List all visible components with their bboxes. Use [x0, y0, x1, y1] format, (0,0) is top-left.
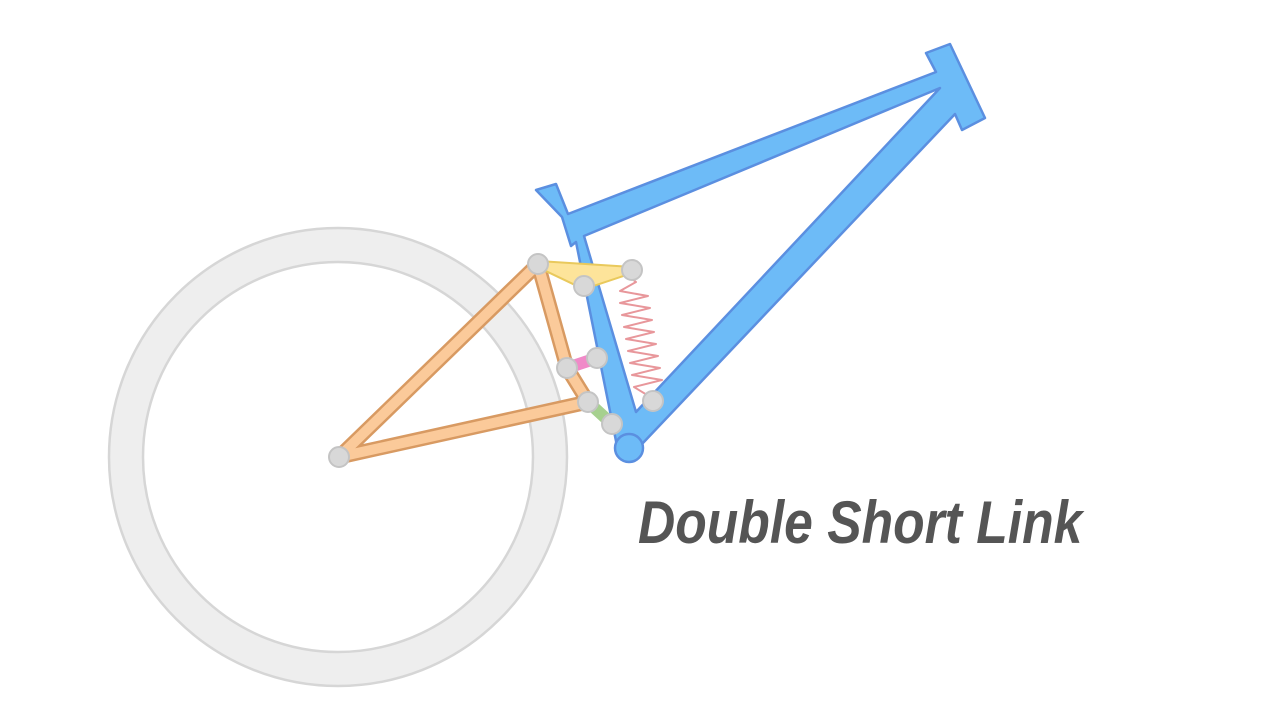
rear-wheel: [107, 226, 569, 688]
pivots: [328, 253, 664, 468]
shock-lower-pivot: [642, 390, 664, 412]
middle-link-frame-pivot: [586, 347, 608, 369]
upper-link: [534, 260, 636, 290]
rear-tire-outer-edge: [107, 226, 569, 688]
middle-link-rear-pivot: [556, 357, 578, 379]
upper-link-inner: [536, 262, 634, 288]
lower-link-rear-pivot: [577, 391, 599, 413]
shock-upper-pivot: [621, 259, 643, 281]
upper-link-frame-pivot: [573, 275, 595, 297]
lower-link-frame-pivot: [601, 413, 623, 435]
bottom-bracket: [613, 432, 645, 464]
diagram-title: Double Short Link: [638, 489, 1083, 556]
shock-spring: [619, 275, 663, 399]
rear-tire: [109, 228, 567, 686]
front-triangle-opening: [582, 86, 942, 414]
rear-axle-pivot: [328, 446, 350, 468]
rear-tire-inner-edge: [141, 260, 535, 654]
seatstay-pivot: [527, 253, 549, 275]
main-frame: [534, 42, 987, 464]
